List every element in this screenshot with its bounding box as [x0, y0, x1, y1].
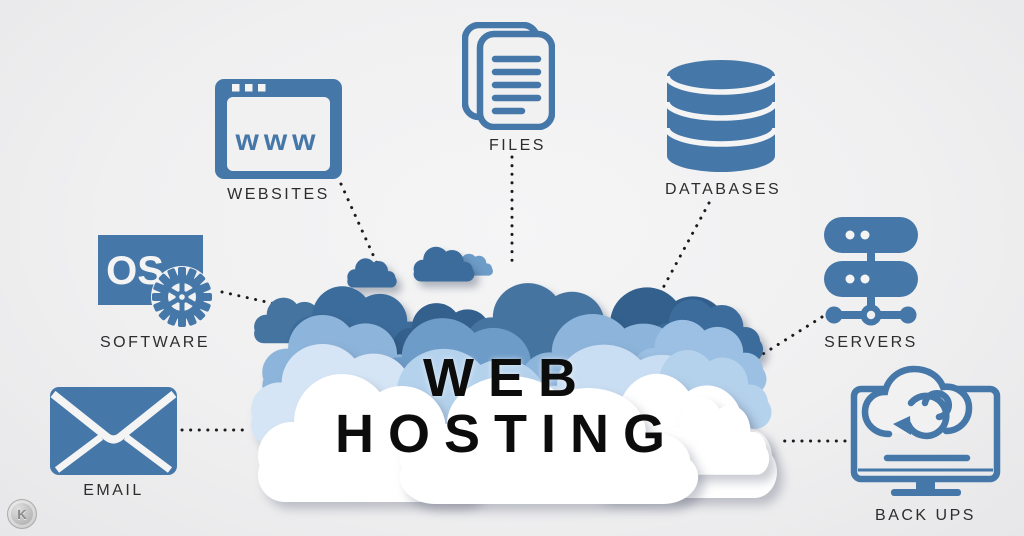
email-label: EMAIL [83, 482, 144, 499]
cloud-backup-icon [850, 365, 1001, 496]
connector-software [220, 290, 291, 309]
page-title: WEB HOSTING [307, 350, 707, 462]
email-envelope-icon [50, 387, 177, 475]
software-label: SOFTWARE [99, 334, 211, 351]
node-websites: www WEBSITES [215, 79, 342, 204]
connector-databases [661, 201, 711, 290]
gear-icon [152, 267, 212, 327]
watermark-logo: K [7, 499, 37, 529]
small-cloud-icon [413, 246, 475, 282]
watermark-letter: K [17, 506, 27, 522]
node-backups: BACK UPS [849, 362, 1002, 525]
os-gear-icon: OS [98, 235, 213, 327]
www-text: www [234, 124, 320, 157]
files-label: FILES [489, 137, 546, 154]
databases-label: DATABASES [665, 181, 782, 198]
node-email: EMAIL [50, 387, 177, 500]
backups-label: BACK UPS [875, 507, 976, 524]
websites-label: WEBSITES [227, 186, 330, 203]
node-databases: DATABASES [665, 58, 782, 199]
node-servers: SERVERS [824, 217, 918, 352]
title-line-web: WEB [423, 348, 591, 408]
small-cloud-icon [347, 258, 397, 288]
servers-label: SERVERS [824, 334, 918, 351]
connector-servers [745, 315, 824, 366]
title-line-hosting: HOSTING [334, 404, 679, 464]
files-icon [462, 22, 555, 130]
node-software: OS [95, 233, 215, 352]
database-icon [665, 60, 777, 172]
node-files: FILES [462, 22, 555, 155]
connector-websites [339, 182, 381, 270]
server-stack-icon [824, 217, 918, 326]
browser-www-icon: www [215, 79, 342, 179]
